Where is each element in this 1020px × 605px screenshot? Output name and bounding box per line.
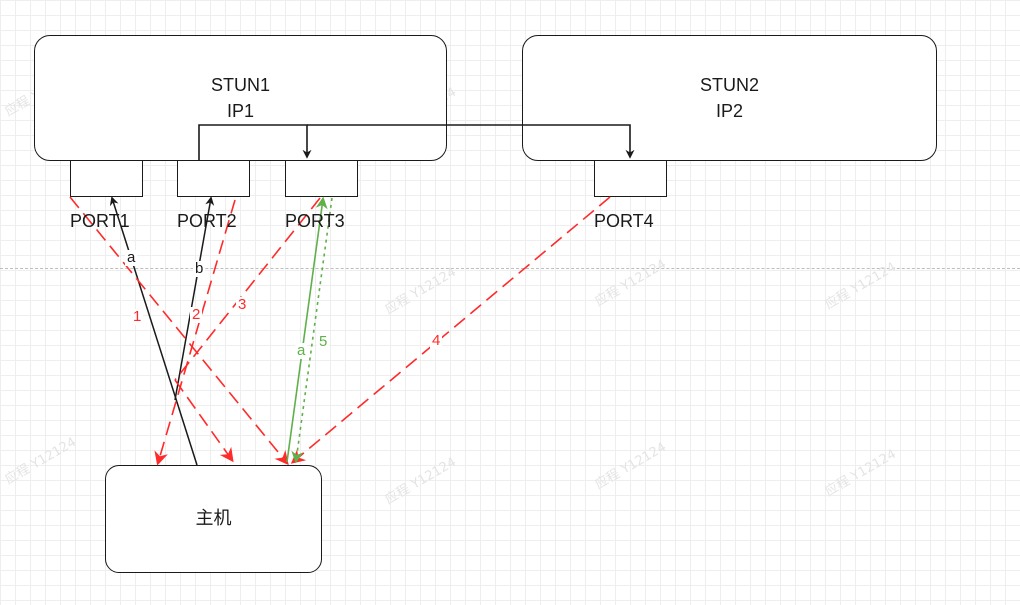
port2-label: PORT2 <box>177 211 237 231</box>
stun1-to-port4-connector <box>307 124 635 159</box>
edge-red-4 <box>290 196 611 464</box>
stun2-server-box[interactable]: STUN2 IP2 <box>522 35 937 161</box>
port1-label: PORT1 <box>70 211 130 231</box>
host-label: 主机 <box>195 508 232 529</box>
stun2-name: STUN2 <box>699 75 759 95</box>
edge-green-a <box>286 196 328 463</box>
edge-label-red-1: 1 <box>131 308 144 325</box>
edge-label-red-3: 3 <box>236 296 249 313</box>
stun1-server-box[interactable]: STUN1 IP1 <box>34 35 447 161</box>
host-box[interactable]: 主机 <box>105 465 322 573</box>
edge-red-2 <box>154 199 236 466</box>
port1-box[interactable] <box>70 160 143 197</box>
port3-label: PORT3 <box>285 211 345 231</box>
port3-box[interactable] <box>285 160 358 197</box>
edge-label-green-5: 5 <box>317 333 330 350</box>
edge-label-green-a: a <box>295 342 308 359</box>
stun1-to-port3-connector <box>198 124 312 160</box>
page-break-line <box>0 268 1020 269</box>
edge-black-b <box>174 196 215 401</box>
port4-label: PORT4 <box>594 211 654 231</box>
edge-red-1 <box>69 196 289 466</box>
edge-label-red-2: 2 <box>190 306 203 323</box>
edge-label-black-a: a <box>125 249 138 266</box>
stun2-ip: IP2 <box>715 101 744 121</box>
edge-green-5 <box>291 197 333 464</box>
stun1-name: STUN1 <box>210 75 270 95</box>
port2-box[interactable] <box>177 160 250 197</box>
edge-label-red-4: 4 <box>430 332 443 349</box>
port4-box[interactable] <box>594 160 667 197</box>
edge-label-black-b: b <box>193 260 206 277</box>
edge-red-3 <box>174 197 321 381</box>
stun1-ip: IP1 <box>226 101 255 121</box>
edge-black-a <box>109 196 198 466</box>
edge-red-3-lower <box>174 379 234 463</box>
